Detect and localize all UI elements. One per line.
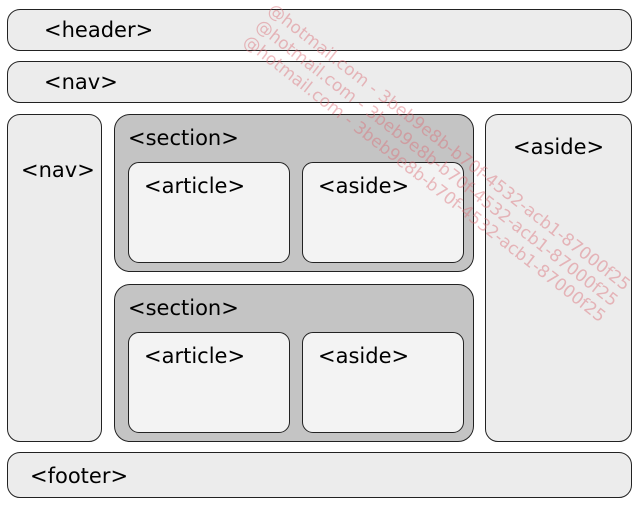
right-aside-label: <aside>	[513, 135, 605, 159]
header-block: <header>	[7, 9, 632, 51]
inner-aside-block-2: <aside>	[302, 332, 464, 433]
section-block-1: <section> <article> <aside>	[114, 114, 474, 272]
side-nav-label: <nav>	[21, 158, 95, 182]
top-nav-label: <nav>	[44, 70, 118, 94]
section-label-2: <section>	[128, 296, 239, 320]
article-block-1: <article>	[128, 162, 290, 263]
side-nav-block: <nav>	[7, 114, 102, 442]
article-block-2: <article>	[128, 332, 290, 433]
footer-block: <footer>	[7, 452, 632, 498]
section-label-1: <section>	[128, 126, 239, 150]
article-label-2: <article>	[144, 344, 246, 368]
inner-aside-label-2: <aside>	[318, 344, 410, 368]
inner-aside-block-1: <aside>	[302, 162, 464, 263]
section-block-2: <section> <article> <aside>	[114, 284, 474, 442]
top-nav-block: <nav>	[7, 61, 632, 103]
inner-aside-label-1: <aside>	[318, 174, 410, 198]
footer-label: <footer>	[30, 464, 129, 488]
right-aside-block: <aside>	[485, 114, 632, 442]
header-label: <header>	[44, 18, 154, 42]
article-label-1: <article>	[144, 174, 246, 198]
